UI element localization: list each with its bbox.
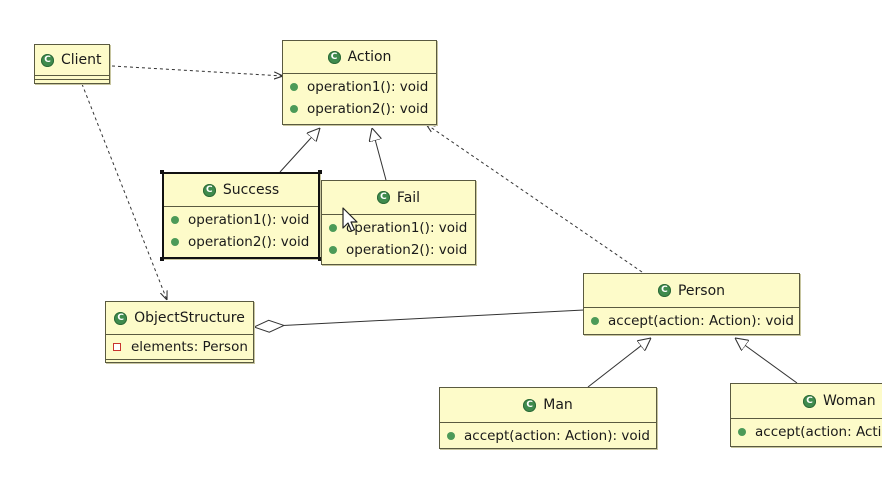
selection-handle[interactable] <box>318 170 322 174</box>
selection-handle[interactable] <box>160 170 164 174</box>
class-success[interactable]: C Success operation1(): void operation2(… <box>162 172 320 259</box>
class-name: Person <box>677 282 726 299</box>
selection-handle[interactable] <box>318 257 322 261</box>
public-method-icon <box>447 432 455 440</box>
public-method-icon <box>171 216 179 224</box>
class-man[interactable]: C Man accept(action: Action): void <box>439 387 657 449</box>
class-icon: C <box>41 53 54 67</box>
class-client[interactable]: C Client <box>34 44 110 84</box>
class-name: Client <box>61 52 102 68</box>
class-icon: C <box>114 311 128 325</box>
class-header: C Fail <box>322 181 475 214</box>
method-item[interactable]: accept(action: Action): void <box>584 310 799 332</box>
class-name: Fail <box>396 189 421 206</box>
public-method-icon <box>738 428 746 436</box>
method-item[interactable]: operation1(): void <box>164 209 318 231</box>
class-header: C ObjectStructure <box>106 302 253 334</box>
class-woman[interactable]: C Woman accept(action: Action): void <box>730 383 882 447</box>
class-icon: C <box>523 398 537 412</box>
generalization-woman-person[interactable] <box>735 338 798 384</box>
class-header: C Action <box>283 41 436 73</box>
class-icon: C <box>376 191 390 204</box>
dependency-client-action[interactable] <box>111 65 283 76</box>
class-icon: C <box>657 284 671 297</box>
method-item[interactable]: operation1(): void <box>322 217 475 239</box>
method-item[interactable]: operation2(): void <box>164 231 318 253</box>
public-method-icon <box>290 83 298 91</box>
aggregation-objectstructure-person[interactable] <box>254 309 585 327</box>
private-field-icon <box>113 343 121 351</box>
dependency-person-action[interactable] <box>426 124 643 273</box>
class-header: C Client <box>35 45 109 75</box>
public-method-icon <box>171 238 179 246</box>
field-item[interactable]: elements: Person <box>106 335 253 359</box>
method-item[interactable]: accept(action: Action): void <box>731 421 882 443</box>
class-name: Woman <box>823 393 876 409</box>
class-fail[interactable]: C Fail operation1(): void operation2(): … <box>321 180 476 265</box>
mouse-cursor-icon <box>342 207 358 232</box>
selection-handle[interactable] <box>160 257 164 261</box>
class-name: ObjectStructure <box>134 310 245 326</box>
class-person[interactable]: C Person accept(action: Action): void <box>583 273 800 335</box>
class-header: C Person <box>584 274 799 307</box>
generalization-fail-action[interactable] <box>372 128 387 181</box>
class-icon: C <box>202 183 216 197</box>
generalization-success-action[interactable] <box>279 128 320 173</box>
public-method-icon <box>591 317 599 325</box>
method-item[interactable]: operation2(): void <box>322 239 475 261</box>
class-name: Success <box>222 182 280 198</box>
class-header: C Woman <box>731 384 882 418</box>
public-method-icon <box>290 105 298 113</box>
method-item[interactable]: accept(action: Action): void <box>440 425 656 447</box>
class-name: Man <box>543 397 573 413</box>
class-icon: C <box>803 394 816 408</box>
public-method-icon <box>329 224 337 232</box>
method-item[interactable]: operation2(): void <box>283 98 436 120</box>
class-objectstructure[interactable]: C ObjectStructure elements: Person <box>105 301 254 363</box>
class-header: C Man <box>440 388 656 422</box>
method-item[interactable]: operation1(): void <box>283 76 436 98</box>
class-action[interactable]: C Action operation1(): void operation2()… <box>282 40 437 125</box>
dependency-client-objectstructure[interactable] <box>81 83 167 300</box>
class-icon: C <box>327 50 341 64</box>
class-name: Action <box>347 49 392 65</box>
generalization-man-person[interactable] <box>587 338 651 388</box>
public-method-icon <box>329 246 337 254</box>
class-header: C Success <box>164 174 318 206</box>
